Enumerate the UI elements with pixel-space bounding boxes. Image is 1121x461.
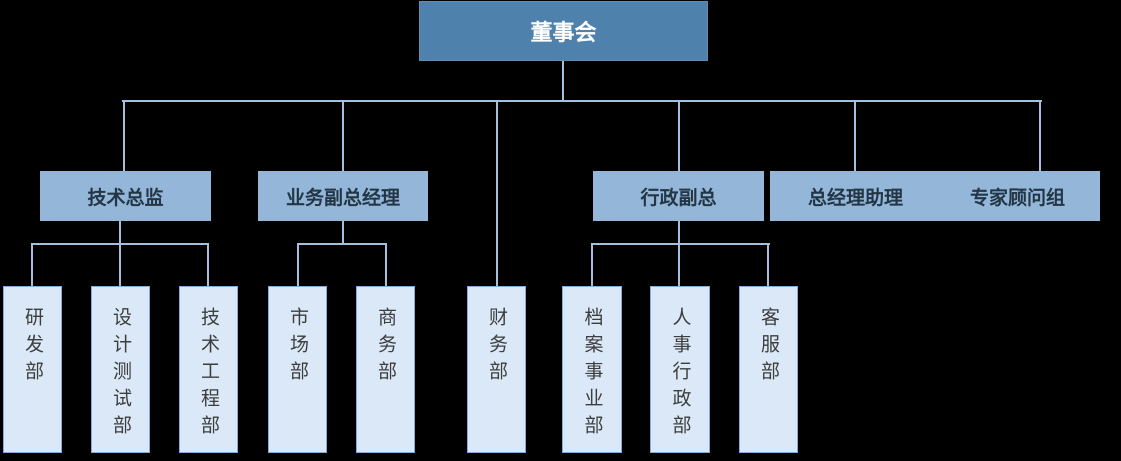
org-node-archives-dept[interactable]: 档案事业部 bbox=[562, 286, 622, 453]
org-node-label: 业务副总经理 bbox=[285, 186, 400, 209]
org-node-label: 技术总监 bbox=[87, 186, 164, 209]
connector-drop-business-vp bbox=[342, 100, 344, 171]
connector-drop-gm-assistant bbox=[854, 100, 856, 171]
connector-admin-bus bbox=[591, 243, 770, 245]
org-node-label: 商务部 bbox=[375, 307, 397, 388]
org-node-label: 技术工程部 bbox=[198, 307, 220, 442]
org-node-tech-director[interactable]: 技术总监 bbox=[40, 171, 211, 221]
connector-business-stem bbox=[342, 221, 344, 245]
org-node-market-dept[interactable]: 市场部 bbox=[268, 286, 327, 453]
connector-drop-tech-director bbox=[123, 100, 125, 171]
org-node-rnd-dept[interactable]: 研发部 bbox=[3, 286, 62, 453]
connector-tech-bus bbox=[31, 243, 209, 245]
org-node-hr-admin-dept[interactable]: 人事行政部 bbox=[650, 286, 710, 453]
org-node-board[interactable]: 董事会 bbox=[419, 1, 708, 61]
org-node-label: 研发部 bbox=[22, 307, 44, 388]
connector-business-bus bbox=[297, 243, 387, 245]
org-node-finance-dept[interactable]: 财务部 bbox=[467, 286, 526, 453]
connector-admin-stem bbox=[678, 221, 680, 286]
org-node-tech-eng-dept[interactable]: 技术工程部 bbox=[179, 286, 238, 453]
connector-drop-finance-dept bbox=[496, 100, 498, 286]
org-node-label: 设计测试部 bbox=[110, 307, 132, 442]
org-node-business-vp[interactable]: 业务副总经理 bbox=[258, 171, 428, 221]
org-node-admin-vp[interactable]: 行政副总 bbox=[593, 171, 764, 221]
org-node-commerce-dept[interactable]: 商务部 bbox=[356, 286, 415, 453]
org-node-label: 档案事业部 bbox=[581, 307, 604, 442]
org-node-label: 人事行政部 bbox=[669, 307, 692, 442]
org-node-label: 行政副总 bbox=[640, 186, 717, 209]
org-node-label: 客服部 bbox=[758, 307, 780, 388]
connector-drop-admin-vp bbox=[678, 100, 680, 171]
connector-tech-stem bbox=[119, 221, 121, 286]
connector-drop-rnd-dept bbox=[31, 243, 33, 286]
org-node-label: 市场部 bbox=[287, 307, 309, 388]
org-node-label: 董事会 bbox=[530, 21, 597, 46]
connector-drop-archives-dept bbox=[591, 243, 593, 286]
connector-drop-expert-group bbox=[1039, 100, 1041, 171]
connector-drop-service-dept bbox=[767, 243, 769, 286]
org-node-label: 总经理助理 bbox=[807, 186, 903, 209]
connector-drop-eng-dept bbox=[207, 243, 209, 286]
org-node-label: 财务部 bbox=[486, 307, 508, 388]
connector-drop-market-dept bbox=[297, 243, 299, 286]
org-node-label: 专家顾问组 bbox=[969, 186, 1065, 209]
org-node-expert-group[interactable]: 专家顾问组 bbox=[935, 171, 1100, 221]
connector-root-trunk bbox=[562, 61, 564, 101]
org-node-gm-assistant[interactable]: 总经理助理 bbox=[770, 171, 941, 221]
org-node-customer-service-dept[interactable]: 客服部 bbox=[739, 286, 798, 453]
connector-drop-commerce-dept bbox=[385, 243, 387, 286]
org-node-design-test-dept[interactable]: 设计测试部 bbox=[91, 286, 150, 453]
connector-top-bus bbox=[122, 100, 1042, 102]
